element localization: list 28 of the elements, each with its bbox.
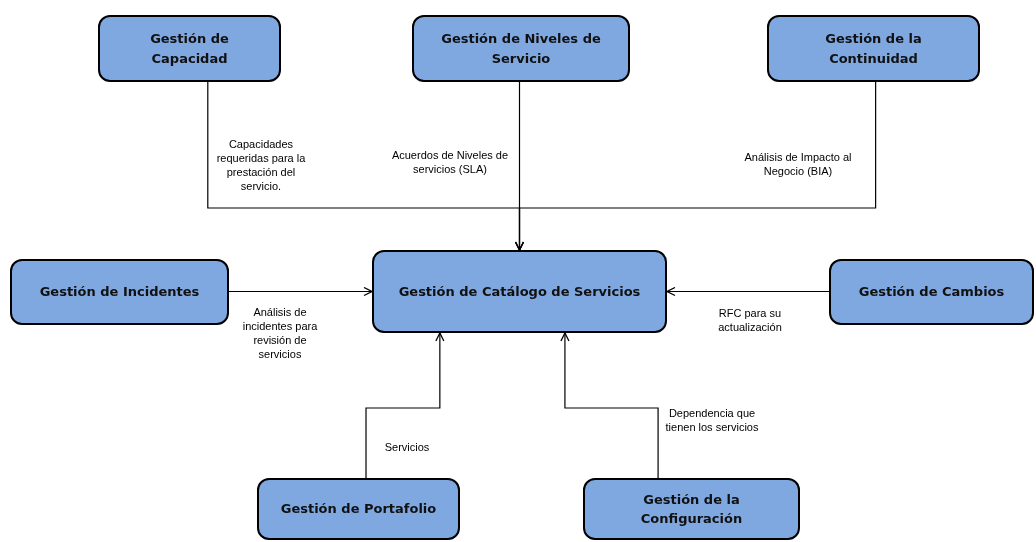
- box-title: Gestión de Niveles de Servicio: [440, 30, 602, 68]
- process-box: [767, 15, 980, 82]
- box-title: Gestión de Portafolio: [280, 500, 437, 519]
- box-title: Gestión de la Configuración: [639, 490, 744, 528]
- process-box: [98, 15, 281, 82]
- process-box: [372, 250, 667, 333]
- process-box: [412, 15, 630, 82]
- box-title: Gestión de Catálogo de Servicios: [398, 282, 641, 301]
- process-box: [257, 478, 460, 540]
- box-title: Gestión de Capacidad: [149, 30, 230, 68]
- process-box: [583, 478, 800, 540]
- arrow: [666, 286, 830, 297]
- arrow: [228, 286, 373, 297]
- edge-label: Análisis de Impacto al Negocio (BIA): [743, 150, 853, 178]
- edge-label: RFC para su actualización: [717, 306, 783, 334]
- box-title: Gestión de Incidentes: [39, 283, 200, 302]
- process-box: [10, 259, 229, 325]
- edge-label: Dependencia que tienen los servicios: [664, 406, 760, 434]
- box-title: Gestión de Cambios: [858, 283, 1005, 302]
- box-title: Gestión de la Continuidad: [824, 30, 923, 68]
- arrow: [365, 332, 445, 479]
- arrow: [560, 332, 659, 479]
- edge-label: Acuerdos de Niveles de servicios (SLA): [390, 148, 510, 176]
- edge-label: Capacidades requeridas para la prestación del servicio.: [215, 137, 307, 193]
- arrow: [514, 81, 877, 251]
- edge-label: Servicios: [383, 440, 431, 454]
- process-box: [829, 259, 1034, 325]
- edge-label: Análisis de incidentes para revisión de servicios: [241, 305, 319, 361]
